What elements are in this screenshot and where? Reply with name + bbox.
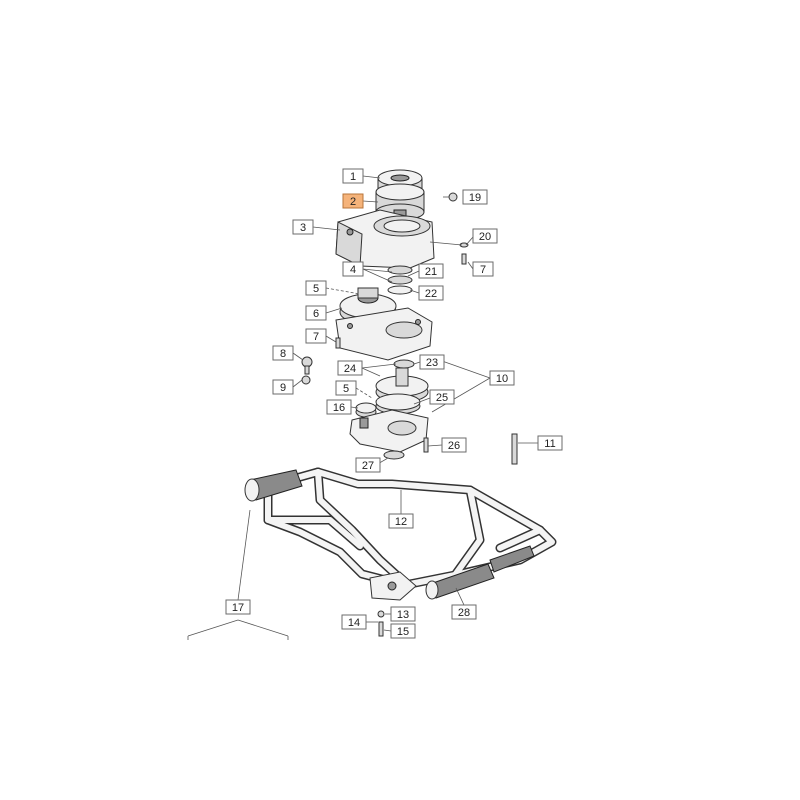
callout-26[interactable]: 26 bbox=[441, 437, 467, 453]
callout-1[interactable]: 1 bbox=[342, 168, 364, 184]
svg-text:22: 22 bbox=[425, 288, 437, 300]
callout-12[interactable]: 12 bbox=[388, 513, 414, 529]
svg-text:26: 26 bbox=[448, 440, 460, 452]
callout-2-highlighted[interactable]: 2 bbox=[342, 193, 364, 209]
svg-text:21: 21 bbox=[425, 266, 437, 278]
part-16-pinion bbox=[355, 402, 377, 418]
part-25-gear bbox=[375, 393, 421, 415]
svg-text:11: 11 bbox=[544, 438, 555, 450]
svg-text:25: 25 bbox=[436, 392, 448, 404]
callout-21[interactable]: 21 bbox=[418, 263, 444, 279]
callout-7b[interactable]: 7 bbox=[305, 328, 327, 344]
svg-text:16: 16 bbox=[333, 402, 345, 414]
part-7-screw-a bbox=[461, 253, 467, 265]
part-27-seal bbox=[383, 450, 405, 460]
svg-text:27: 27 bbox=[362, 460, 374, 472]
callout-7a[interactable]: 7 bbox=[472, 261, 494, 277]
callout-11[interactable]: 11 bbox=[537, 435, 563, 451]
svg-text:17: 17 bbox=[232, 602, 244, 614]
part-13-washer bbox=[377, 610, 385, 618]
callout-5b[interactable]: 5 bbox=[335, 380, 357, 396]
callout-3[interactable]: 3 bbox=[292, 219, 314, 235]
part-4-bearing-stack bbox=[387, 265, 413, 295]
svg-text:2: 2 bbox=[350, 196, 356, 208]
part-7-screw-b bbox=[335, 337, 341, 349]
part-17-left-handle bbox=[244, 469, 303, 502]
svg-text:8: 8 bbox=[280, 348, 286, 360]
callout-8[interactable]: 8 bbox=[272, 345, 294, 361]
svg-text:19: 19 bbox=[469, 192, 481, 204]
svg-text:5: 5 bbox=[343, 383, 349, 395]
svg-text:7: 7 bbox=[480, 264, 486, 276]
svg-text:28: 28 bbox=[458, 607, 470, 619]
part-9-nut bbox=[301, 375, 311, 385]
callout-9[interactable]: 9 bbox=[272, 379, 294, 395]
svg-text:15: 15 bbox=[397, 626, 409, 638]
svg-text:23: 23 bbox=[426, 357, 438, 369]
callout-27[interactable]: 27 bbox=[355, 457, 381, 473]
callout-5a[interactable]: 5 bbox=[305, 280, 327, 296]
svg-text:20: 20 bbox=[479, 231, 491, 243]
callout-23[interactable]: 23 bbox=[419, 354, 445, 370]
svg-text:7: 7 bbox=[313, 331, 319, 343]
svg-text:6: 6 bbox=[313, 308, 319, 320]
callout-16[interactable]: 16 bbox=[326, 399, 352, 415]
leader-lines bbox=[187, 175, 538, 640]
callouts: 1 2 3 4 5 6 7 8 bbox=[225, 168, 563, 639]
callout-17[interactable]: 17 bbox=[225, 599, 251, 615]
callout-14[interactable]: 14 bbox=[341, 614, 367, 630]
part-15-bolt bbox=[378, 621, 384, 637]
part-26-screw bbox=[423, 437, 429, 453]
svg-text:12: 12 bbox=[395, 516, 407, 528]
part-23-bearing bbox=[393, 359, 415, 369]
svg-text:4: 4 bbox=[350, 264, 356, 276]
callout-13[interactable]: 13 bbox=[390, 606, 416, 622]
svg-text:24: 24 bbox=[344, 363, 356, 375]
callout-20[interactable]: 20 bbox=[472, 228, 498, 244]
callout-22[interactable]: 22 bbox=[418, 285, 444, 301]
callout-19[interactable]: 19 bbox=[462, 189, 488, 205]
svg-text:9: 9 bbox=[280, 382, 286, 394]
svg-text:3: 3 bbox=[300, 222, 306, 234]
part-28-right-handle bbox=[425, 545, 535, 600]
callout-4[interactable]: 4 bbox=[342, 261, 364, 277]
callout-6[interactable]: 6 bbox=[305, 305, 327, 321]
svg-text:1: 1 bbox=[350, 171, 356, 183]
svg-text:5: 5 bbox=[313, 283, 319, 295]
gearbox-assembly bbox=[301, 169, 518, 465]
callout-10[interactable]: 10 bbox=[489, 370, 515, 386]
part-12-frame bbox=[263, 467, 557, 601]
svg-text:10: 10 bbox=[496, 373, 508, 385]
callout-28[interactable]: 28 bbox=[451, 604, 477, 620]
svg-text:13: 13 bbox=[397, 609, 409, 621]
frame-assembly bbox=[244, 467, 557, 637]
svg-text:14: 14 bbox=[348, 617, 360, 629]
part-19-nut bbox=[448, 192, 458, 202]
part-11-long-bolt bbox=[511, 433, 518, 465]
callout-24[interactable]: 24 bbox=[337, 360, 363, 376]
part-8-bolt bbox=[301, 356, 313, 375]
callout-15[interactable]: 15 bbox=[390, 623, 416, 639]
lower-housing bbox=[349, 409, 429, 453]
callout-25[interactable]: 25 bbox=[429, 389, 455, 405]
